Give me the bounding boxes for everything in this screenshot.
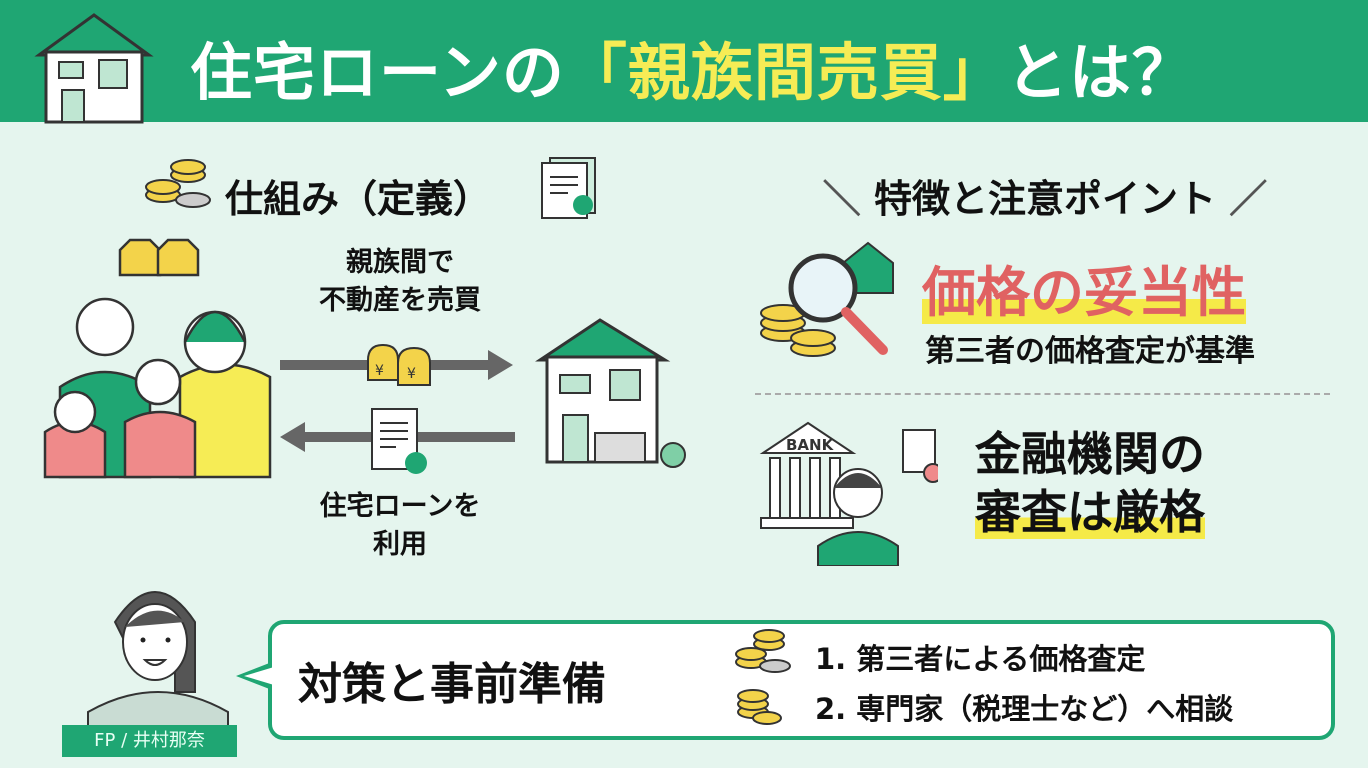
slash-deco-icon: ／ <box>1229 177 1268 221</box>
coins-icon <box>737 689 782 725</box>
loan-text: 住宅ローンを利用 <box>319 491 481 560</box>
coins-icon <box>735 629 791 673</box>
bubble-tail-inner <box>244 667 274 685</box>
coins-icon <box>145 159 211 208</box>
sell-text: 親族間で不動産を売買 <box>319 247 481 316</box>
svg-text:¥: ¥ <box>407 366 416 382</box>
countermeasures-title: 対策と事前準備 <box>298 659 606 710</box>
family-illustration <box>43 238 272 479</box>
bank-officer-icon: BANK <box>759 421 938 566</box>
mechanism-heading: 仕組み（定義） <box>225 177 492 221</box>
point1-title: 価格の妥当性 <box>922 261 1246 324</box>
house-illustration <box>535 318 686 468</box>
document-check-icon <box>541 157 596 219</box>
arrow-right-head <box>488 350 513 380</box>
advisor-name-badge: FP / 井村那奈 <box>62 725 237 757</box>
list-item: 2. 専門家（税理士など）へ相談 <box>815 692 1234 726</box>
speech-bubble <box>268 620 1335 740</box>
magnifier-house-icon <box>760 241 894 357</box>
slash-deco-icon: ＼ <box>822 177 861 221</box>
divider <box>755 393 1330 395</box>
advisor-avatar <box>87 591 229 732</box>
page-title: 住宅ローンの「親族間売買」とは？ <box>190 36 1195 109</box>
point2-text: 金融機関の審査は厳格 <box>975 427 1205 539</box>
loan-document-icon <box>371 408 427 474</box>
house-icon <box>34 13 154 124</box>
arrow-left-head <box>280 422 305 452</box>
features-heading: ＼ 特徴と注意ポイント ／ <box>822 177 1268 221</box>
svg-text:¥: ¥ <box>375 363 384 379</box>
point1-sub: 第三者の価格査定が基準 <box>925 334 1255 369</box>
list-item: 1. 第三者による価格査定 <box>815 642 1146 676</box>
money-bags-icon: ¥¥ <box>367 343 431 386</box>
header-banner <box>0 0 1368 122</box>
bank-label: BANK <box>786 436 835 454</box>
